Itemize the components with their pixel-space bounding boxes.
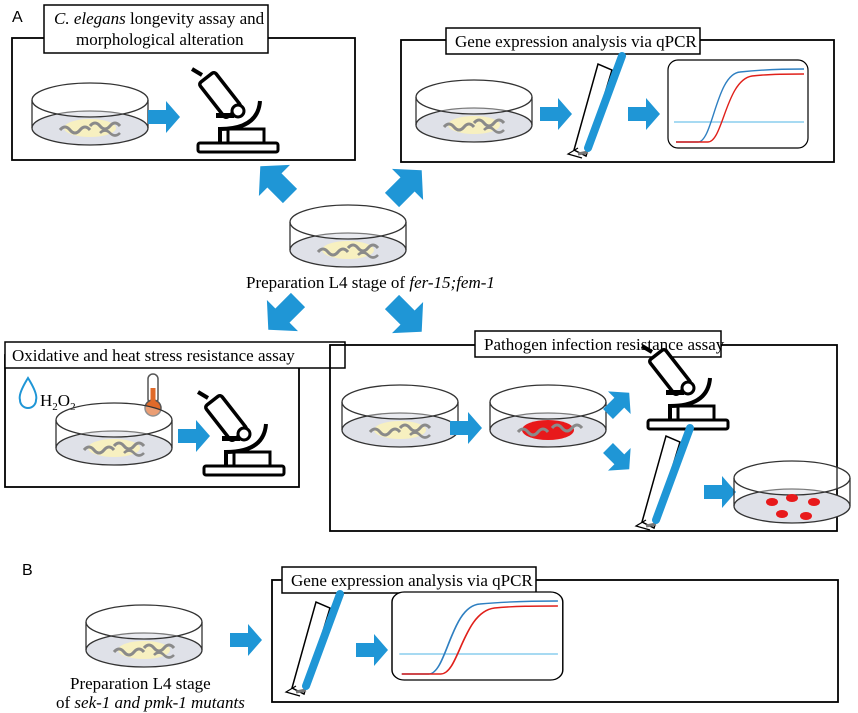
- qpcr-a-title: Gene expression analysis via qPCR: [455, 32, 697, 51]
- petri-dish-icon: [31, 82, 149, 146]
- direction-arrow-icon: [356, 634, 388, 666]
- water-drop-icon: [18, 376, 38, 409]
- petri-dish-icon: [289, 204, 407, 268]
- panel-label-a: A: [12, 9, 23, 26]
- qpcr-chart-icon: [391, 591, 564, 681]
- longevity-assay-box: C. elegans longevity assay and morpholog…: [11, 4, 356, 161]
- pipette-icon: [636, 428, 690, 530]
- direction-arrow-icon: [230, 624, 262, 656]
- qpcr-b-title-frame: [281, 566, 537, 594]
- qpcr-b-title: Gene expression analysis via qPCR: [291, 571, 533, 590]
- direction-arrow-icon: [603, 391, 631, 419]
- direction-arrow-icon: [178, 420, 210, 452]
- qpcr-chart-icon: [667, 59, 809, 149]
- panel-b-source-line2: of sek-1 and pmk-1 mutants: [56, 693, 245, 712]
- petri-dish-icon: [85, 604, 203, 668]
- longevity-title-line2: morphological alteration: [76, 30, 244, 49]
- petri-dish-icon: [55, 402, 173, 466]
- direction-arrow-icon: [258, 164, 298, 204]
- panel-b-source-line1: Preparation L4 stage: [70, 674, 211, 693]
- oxidative-title-frame: [4, 341, 346, 369]
- oxidative-title: Oxidative and heat stress resistance ass…: [12, 346, 295, 365]
- longevity-title-line1: C. elegans longevity assay and: [54, 9, 265, 28]
- direction-arrow-icon: [540, 98, 572, 130]
- petri-dish-icon: [341, 384, 459, 448]
- petri-dish-icon: [733, 460, 851, 524]
- direction-arrow-icon: [384, 168, 424, 208]
- oxidative-stress-box: Oxidative and heat stress resistance ass…: [4, 341, 346, 488]
- petri-dish-icon: [489, 384, 607, 448]
- direction-arrow-icon: [384, 294, 424, 334]
- direction-arrow-icon: [704, 476, 736, 508]
- pathogen-title: Pathogen infection resistance assay: [484, 335, 725, 354]
- direction-arrow-icon: [266, 292, 306, 332]
- direction-arrow-icon: [628, 98, 660, 130]
- pathogen-title-frame: [474, 330, 722, 358]
- h2o2-label: H2O2: [40, 391, 76, 413]
- pipette-icon: [568, 56, 622, 158]
- qpcr-a-title-frame: [445, 27, 701, 55]
- center-preparation-label: Preparation L4 stage of fer-15;fem-1: [246, 273, 495, 292]
- microscope-icon: [640, 344, 730, 431]
- pipette-icon: [286, 594, 340, 696]
- petri-dish-icon: [415, 79, 533, 143]
- direction-arrow-icon: [148, 101, 180, 133]
- qpcr-analysis-box-a: Gene expression analysis via qPCR: [400, 27, 835, 163]
- qpcr-b-box-frame: [271, 579, 839, 703]
- longevity-title-frame: [43, 4, 269, 54]
- microscope-icon: [196, 390, 286, 477]
- panel-label-b: B: [22, 562, 33, 579]
- direction-arrow-icon: [450, 412, 482, 444]
- qpcr-analysis-box-b: Gene expression analysis via qPCR: [271, 566, 839, 703]
- microscope-icon: [190, 67, 280, 154]
- pathogen-infection-box: Pathogen infection resistance assay: [329, 330, 851, 531]
- direction-arrow-icon: [603, 443, 631, 471]
